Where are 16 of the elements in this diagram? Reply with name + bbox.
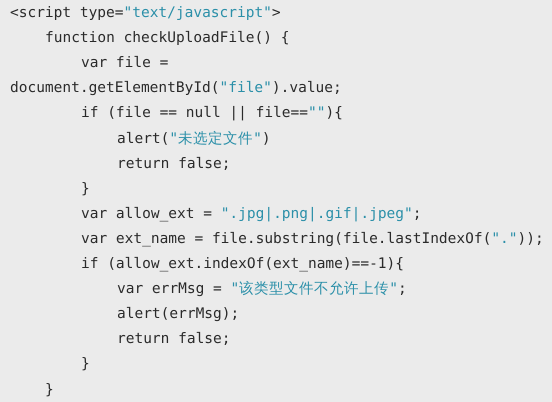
code-line: <script type="text/javascript"> bbox=[10, 4, 281, 22]
code-line: if (file == null || file==""){ bbox=[81, 104, 343, 122]
code-line: var allow_ext = ".jpg|.png|.gif|.jpeg"; bbox=[81, 204, 422, 223]
code-line: if (allow_ext.indexOf(ext_name)==-1){ bbox=[81, 255, 404, 273]
code-line: } bbox=[45, 380, 54, 398]
code-line: var file = bbox=[81, 54, 168, 72]
code-line: } bbox=[81, 355, 90, 374]
code-line: document.getElementById("file").value; bbox=[10, 79, 342, 98]
code-line: return false; bbox=[117, 330, 230, 348]
code-line: } bbox=[81, 180, 90, 198]
code-line: var errMsg = "该类型文件不允许上传"; bbox=[117, 280, 407, 298]
code-line: alert("未选定文件") bbox=[117, 130, 271, 148]
code-line: return false; bbox=[117, 154, 230, 173]
code-line: alert(errMsg); bbox=[117, 305, 240, 324]
code-line: function checkUploadFile() { bbox=[45, 29, 290, 48]
code-line: var ext_name = file.substring(file.lastIndexOf(".")); bbox=[81, 230, 544, 248]
